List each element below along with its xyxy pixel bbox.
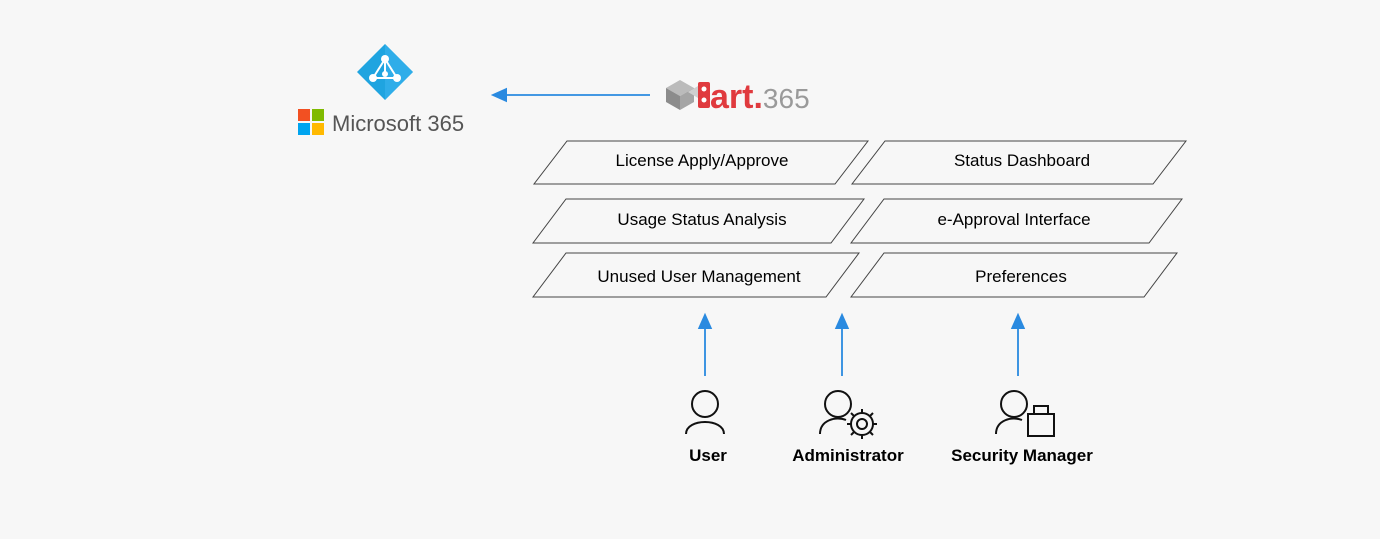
module-label: License Apply/Approve — [616, 151, 789, 170]
user-icon — [685, 390, 725, 435]
module-e-approval: e-Approval Interface — [850, 198, 1183, 244]
module-grid: License Apply/Approve Status Dashboard U… — [532, 140, 1188, 298]
module-usage-status: Usage Status Analysis — [532, 198, 865, 244]
module-unused-user: Unused User Management — [532, 252, 860, 298]
role-user-label: User — [689, 446, 727, 465]
security-lock-icon — [995, 390, 1055, 437]
role-security-label: Security Manager — [951, 446, 1093, 465]
module-preferences: Preferences — [850, 252, 1178, 298]
module-label: Preferences — [975, 267, 1067, 286]
art365-dot: . — [753, 78, 762, 116]
module-license-apply: License Apply/Approve — [532, 140, 870, 185]
module-label: Usage Status Analysis — [617, 210, 786, 229]
role-admin-label: Administrator — [792, 446, 904, 465]
art365-logo-text: art.365 — [710, 78, 810, 116]
module-label: Status Dashboard — [954, 151, 1090, 170]
art365-cube-icon — [666, 80, 710, 110]
azure-ad-icon — [357, 44, 413, 100]
art365-number: 365 — [763, 83, 810, 114]
admin-gear-icon — [819, 390, 877, 439]
microsoft-logo-icon — [298, 109, 324, 135]
module-label: Unused User Management — [597, 267, 800, 286]
microsoft-365-label: Microsoft 365 — [332, 111, 464, 136]
module-status-dashboard: Status Dashboard — [850, 140, 1188, 185]
art365-art: art — [710, 78, 753, 116]
module-label: e-Approval Interface — [937, 210, 1090, 229]
